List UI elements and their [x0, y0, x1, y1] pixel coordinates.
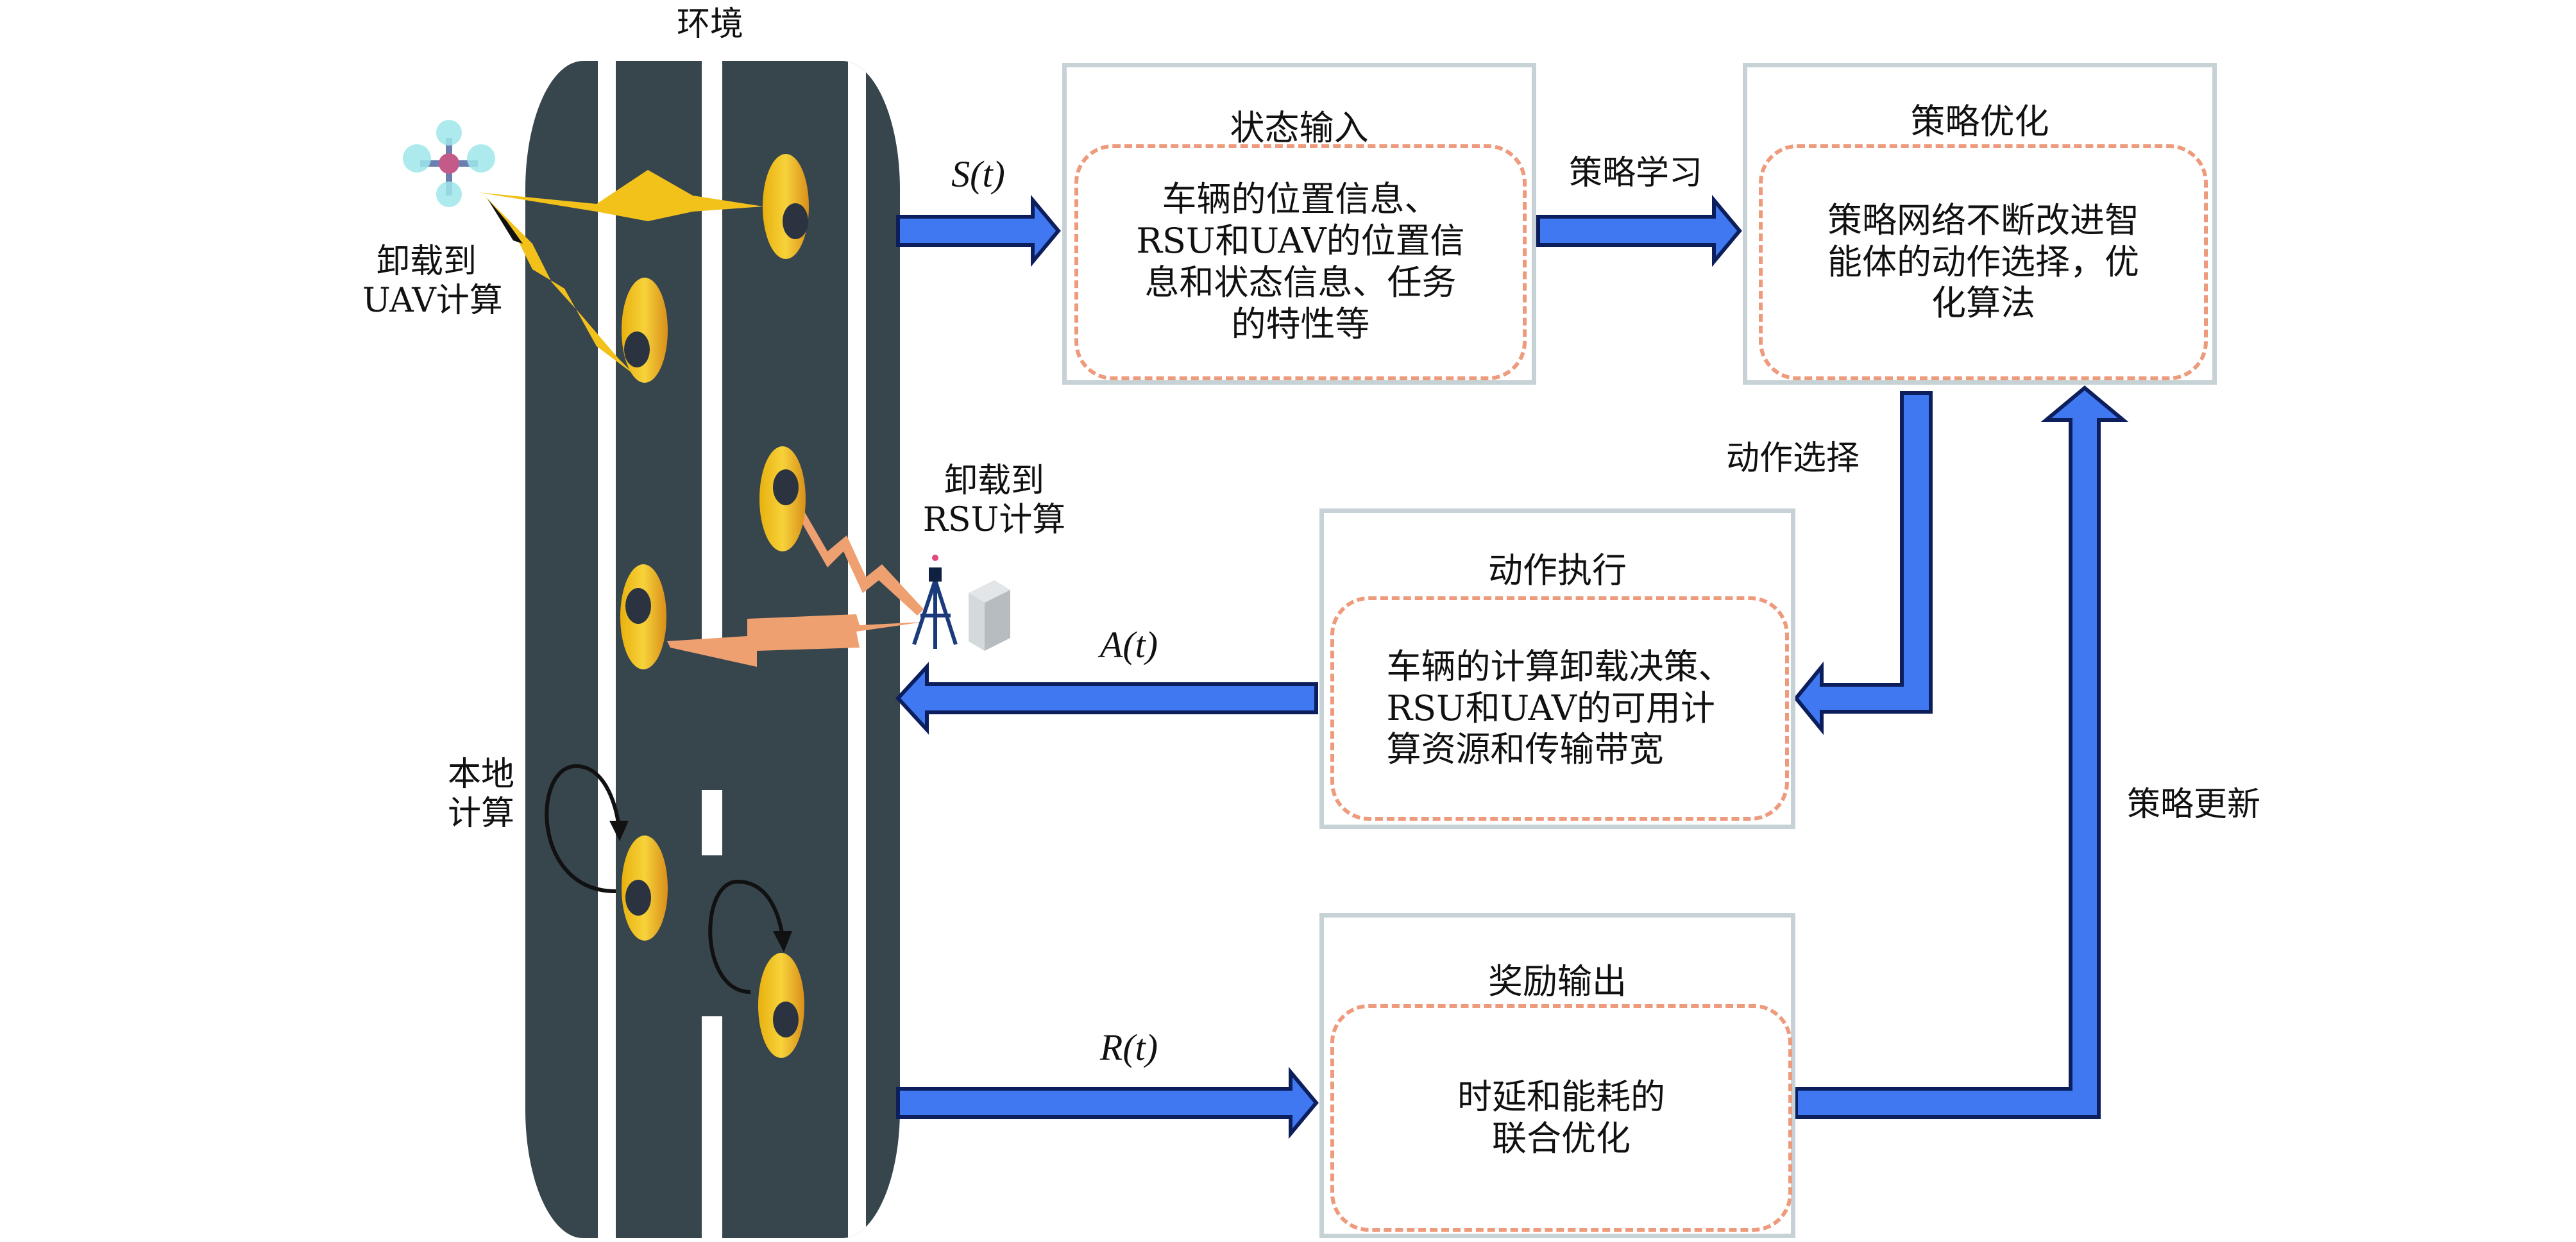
- state-arrow: [896, 194, 1061, 267]
- local-compute-label: 本地 计算: [436, 755, 526, 834]
- state-signal-label: S(t): [951, 153, 1005, 195]
- state-input-content: 车辆的位置信息、 RSU和UAV的位置信 息和状态信息、任务 的特性等: [1074, 144, 1527, 380]
- reward-arrow: [896, 1066, 1319, 1139]
- reward-output-title: 奖励输出: [1488, 961, 1627, 1002]
- local-compute-loop-icon: [708, 879, 792, 994]
- reward-output-box: 奖励输出 时延和能耗的 联合优化: [1319, 913, 1795, 1238]
- car-icon: [620, 564, 666, 669]
- action-execution-box: 动作执行 车辆的计算卸载决策、 RSU和UAV的可用计 算资源和传输带宽: [1319, 508, 1795, 829]
- car-icon: [759, 446, 806, 551]
- text-line: 息和状态信息、任务: [1144, 262, 1457, 303]
- state-input-box: 状态输入 车辆的位置信息、 RSU和UAV的位置信 息和状态信息、任务 的特性等: [1062, 63, 1536, 385]
- text-line: RSU和UAV的位置信: [1136, 221, 1465, 262]
- lane-dash-4: [702, 1016, 722, 1238]
- rsu-link-1: [789, 494, 924, 616]
- action-execution-text: 车辆的计算卸载决策、 RSU和UAV的可用计 算资源和传输带宽: [1387, 646, 1733, 771]
- state-input-text: 车辆的位置信息、 RSU和UAV的位置信 息和状态信息、任务 的特性等: [1136, 179, 1464, 345]
- lane-dash-1: [702, 61, 722, 255]
- uav-offload-label-line: UAV计算: [362, 281, 503, 321]
- policy-learning-label: 策略学习: [1568, 154, 1702, 192]
- policy-learning-arrow: [1536, 194, 1742, 267]
- reward-output-content: 时延和能耗的 联合优化: [1330, 1004, 1792, 1232]
- text-line: 能体的动作选择，优: [1827, 241, 2139, 282]
- rsu-link-2: [667, 614, 924, 667]
- policy-optimization-title: 策略优化: [1910, 101, 2049, 142]
- car-icon: [763, 154, 809, 259]
- uav-link-2: [484, 196, 635, 375]
- rsu-offload-label: 卸载到 RSU计算: [917, 462, 1071, 541]
- text-line: 的特性等: [1231, 303, 1370, 344]
- car-icon: [758, 953, 804, 1058]
- lane-dash-2: [702, 428, 722, 646]
- server-icon: [969, 580, 1010, 651]
- policy-optimization-content: 策略网络不断改进智 能体的动作选择，优 化算法: [1759, 144, 2208, 380]
- text-line: 算资源和传输带宽: [1386, 729, 1664, 770]
- lane-dash-3: [702, 790, 722, 855]
- uav-offload-label: 卸载到 UAV计算: [362, 242, 503, 321]
- lane-line-left: [598, 61, 616, 1238]
- policy-update-arrow: [1794, 385, 2129, 1119]
- reward-output-text: 时延和能耗的 联合优化: [1457, 1077, 1665, 1160]
- text-line: 联合优化: [1492, 1118, 1631, 1159]
- car-icon: [622, 835, 668, 941]
- uav-offload-label-line: 卸载到: [376, 242, 477, 281]
- action-execution-title: 动作执行: [1488, 550, 1627, 591]
- rsu-offload-label-line: 卸载到: [944, 462, 1044, 500]
- local-compute-loop-icon: [545, 764, 629, 893]
- policy-optimization-box: 策略优化 策略网络不断改进智 能体的动作选择，优 化算法: [1743, 63, 2217, 385]
- rsu-offload-label-line: RSU计算: [922, 501, 1066, 540]
- car-icon: [622, 278, 668, 383]
- text-line: 车辆的位置信息、: [1162, 179, 1439, 220]
- rsu-tower-icon: [912, 555, 958, 649]
- action-execution-content: 车辆的计算卸载决策、 RSU和UAV的可用计 算资源和传输带宽: [1330, 596, 1789, 821]
- text-line: RSU和UAV的可用计: [1386, 687, 1715, 728]
- local-compute-label-line: 计算: [447, 794, 514, 834]
- text-line: 时延和能耗的: [1457, 1076, 1665, 1117]
- text-line: 化算法: [1931, 283, 2035, 324]
- local-compute-label-line: 本地: [447, 755, 514, 794]
- uav-icon: [403, 120, 495, 207]
- text-line: 策略网络不断改进智: [1827, 199, 2139, 240]
- action-selection-label: 动作选择: [1725, 439, 1860, 478]
- state-input-title: 状态输入: [1230, 108, 1369, 148]
- policy-update-label: 策略更新: [2126, 785, 2260, 824]
- action-selection-arrow: [1793, 391, 1933, 735]
- policy-optimization-text: 策略网络不断改进智 能体的动作选择，优 化算法: [1827, 200, 2139, 324]
- text-line: 车辆的计算卸载决策、: [1386, 646, 1733, 687]
- environment-title: 环境: [676, 5, 743, 44]
- action-signal-label: A(t): [1099, 624, 1158, 666]
- action-arrow: [895, 662, 1318, 735]
- reward-signal-label: R(t): [1099, 1027, 1158, 1068]
- uav-link-1: [478, 170, 763, 221]
- lane-line-right: [848, 61, 866, 1238]
